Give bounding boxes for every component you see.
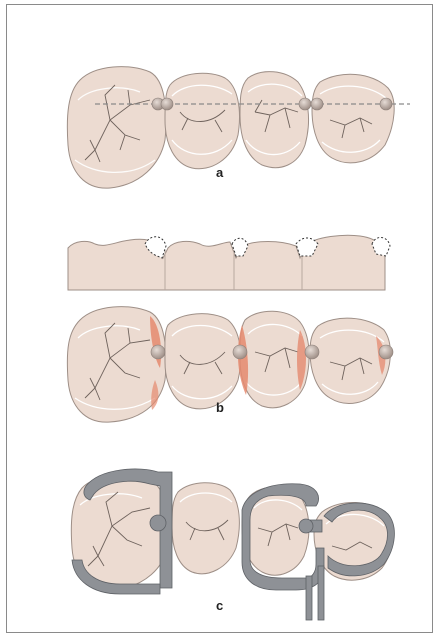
contact-ball xyxy=(151,345,165,359)
contact-ball xyxy=(299,98,311,110)
panel-label-a: a xyxy=(216,165,223,180)
panel-b-canine xyxy=(310,318,390,403)
panel-a-occlusal-view xyxy=(67,67,410,189)
contact-ball xyxy=(379,345,393,359)
panel-c-premolar-2 xyxy=(172,483,239,574)
contact-ball xyxy=(305,345,319,359)
panel-label-c: c xyxy=(216,598,223,613)
contact-ball xyxy=(233,345,247,359)
panel-b-premolar-2 xyxy=(165,314,241,409)
lateral-teeth-row xyxy=(68,235,385,290)
panel-b-occlusal-view xyxy=(67,307,393,423)
panel-a-molar xyxy=(67,67,166,189)
panel-a-premolar-1 xyxy=(240,72,309,168)
panel-c-clasp-view xyxy=(71,469,394,620)
panel-b-lateral-view xyxy=(68,235,390,290)
contact-ball xyxy=(161,98,173,110)
panel-a-canine xyxy=(312,74,394,163)
panel-label-b: b xyxy=(216,400,224,415)
contact-ball xyxy=(380,98,392,110)
contact-ball xyxy=(311,98,323,110)
